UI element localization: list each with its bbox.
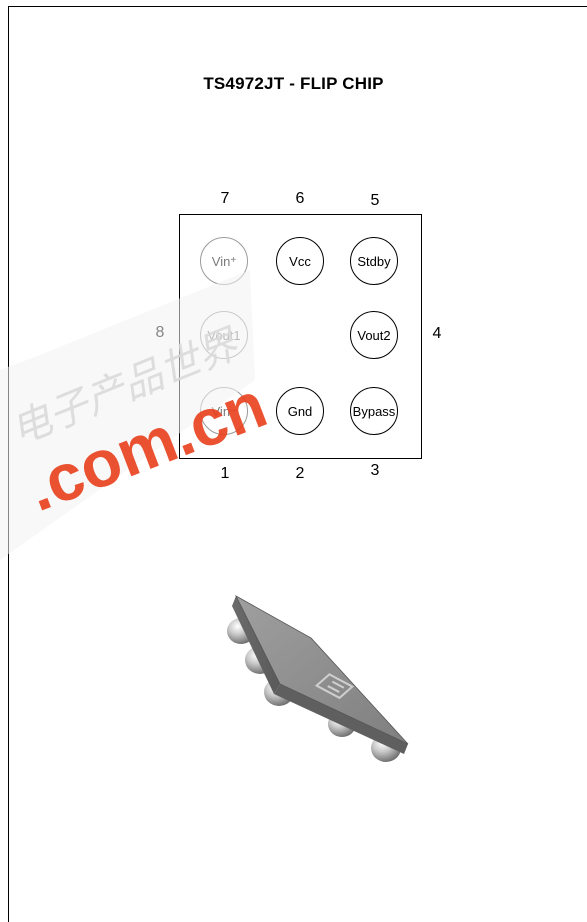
pin-number-5: 5 (370, 192, 380, 209)
ball-label-bypass: Bypass (352, 403, 396, 419)
package-body (232, 595, 409, 754)
ball-label-gnd: Gnd (287, 403, 313, 419)
ball-label-stdby: Stdby (357, 253, 391, 269)
package-side-front (274, 684, 408, 754)
ball-bypass: Bypass (350, 387, 398, 435)
pin-number-2: 2 (295, 465, 305, 482)
pin-number-7: 7 (220, 190, 230, 207)
package-top-face (235, 595, 409, 745)
ball-label-vcc: Vcc (289, 253, 311, 269)
ball-label-vin-plus: Vin (211, 253, 231, 269)
ball-gnd: Gnd (276, 387, 324, 435)
logo-mark (314, 673, 355, 700)
pin-number-6: 6 (295, 190, 305, 207)
pin-number-4: 4 (432, 325, 442, 342)
ball-vout2: Vout2 (350, 311, 398, 359)
ball-vcc: Vcc (276, 237, 324, 285)
diagram-title: TS4972JT - FLIP CHIP (203, 74, 384, 93)
pin-number-3: 3 (370, 462, 380, 479)
ball-stdby: Stdby (350, 237, 398, 285)
package-side-left (232, 596, 280, 694)
ball-label-vout2: Vout2 (357, 327, 391, 343)
